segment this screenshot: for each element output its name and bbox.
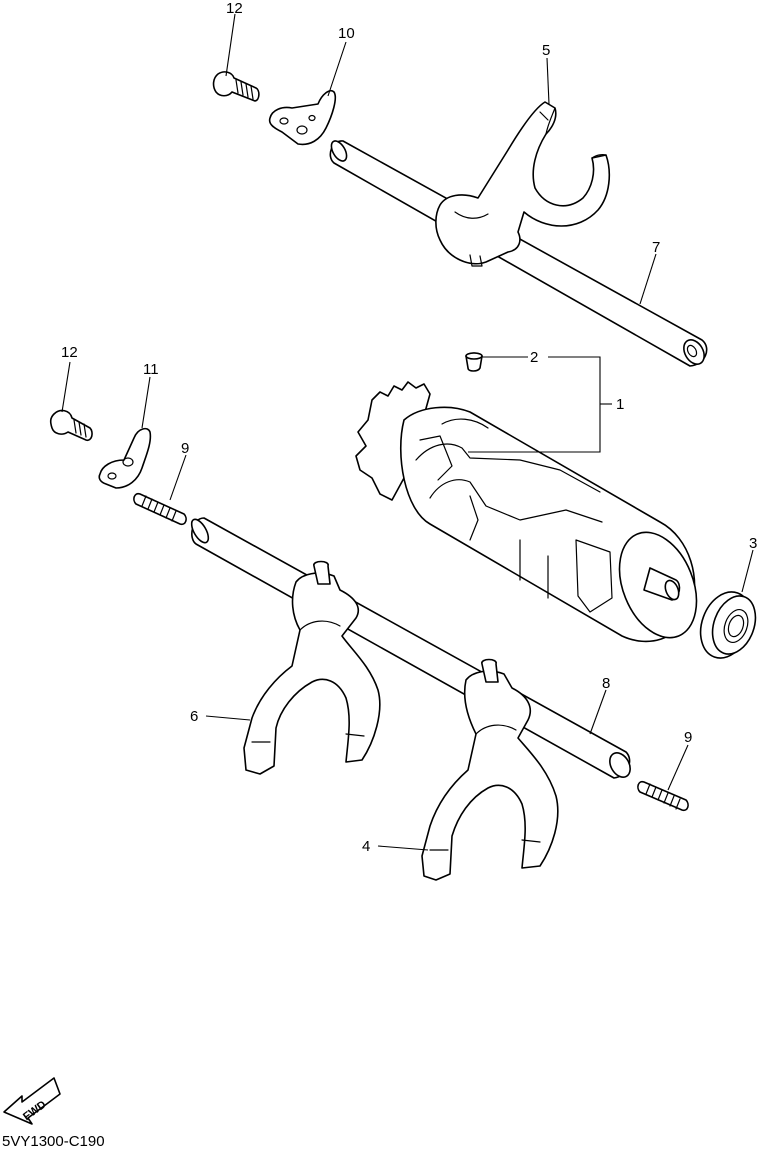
lower-assembly (49, 409, 689, 881)
shift-drum-assembly (355, 352, 757, 659)
shift-fork-6 (243, 560, 381, 775)
leader-lines (61, 13, 754, 851)
stopper-plate-11 (98, 427, 152, 489)
stopper-plate-10 (268, 89, 337, 146)
spring-9-left (133, 492, 187, 526)
callout-labels: 12 10 5 7 2 1 3 12 11 9 6 8 9 4 (61, 0, 757, 855)
callout-5: 5 (542, 42, 550, 59)
shift-fork-shaft-upper (329, 140, 708, 367)
bearing-3 (699, 591, 757, 659)
bolt-12-lower (49, 409, 93, 442)
callout-6: 6 (190, 708, 198, 725)
callout-12-lower: 12 (61, 344, 78, 361)
shift-fork-4 (421, 658, 559, 881)
shift-fork-5 (435, 101, 611, 267)
callout-3: 3 (749, 535, 757, 552)
callout-12-upper: 12 (226, 0, 243, 17)
upper-assembly (212, 71, 708, 367)
callout-8: 8 (602, 675, 610, 692)
spring-9-right (637, 780, 689, 812)
callout-4: 4 (362, 838, 370, 855)
fwd-arrow-icon: FWD (3, 1077, 61, 1125)
callout-10: 10 (338, 25, 355, 42)
callout-11: 11 (143, 361, 159, 378)
callout-7: 7 (652, 239, 660, 256)
shift-drum-1 (355, 381, 698, 643)
diagram-code: 5VY1300-C190 (2, 1133, 105, 1150)
pin-2 (465, 352, 483, 372)
callout-9-right: 9 (684, 729, 692, 746)
bolt-12-upper (212, 71, 260, 102)
callout-1: 1 (616, 396, 624, 413)
callout-2: 2 (530, 349, 538, 366)
callout-9-left: 9 (181, 440, 189, 457)
